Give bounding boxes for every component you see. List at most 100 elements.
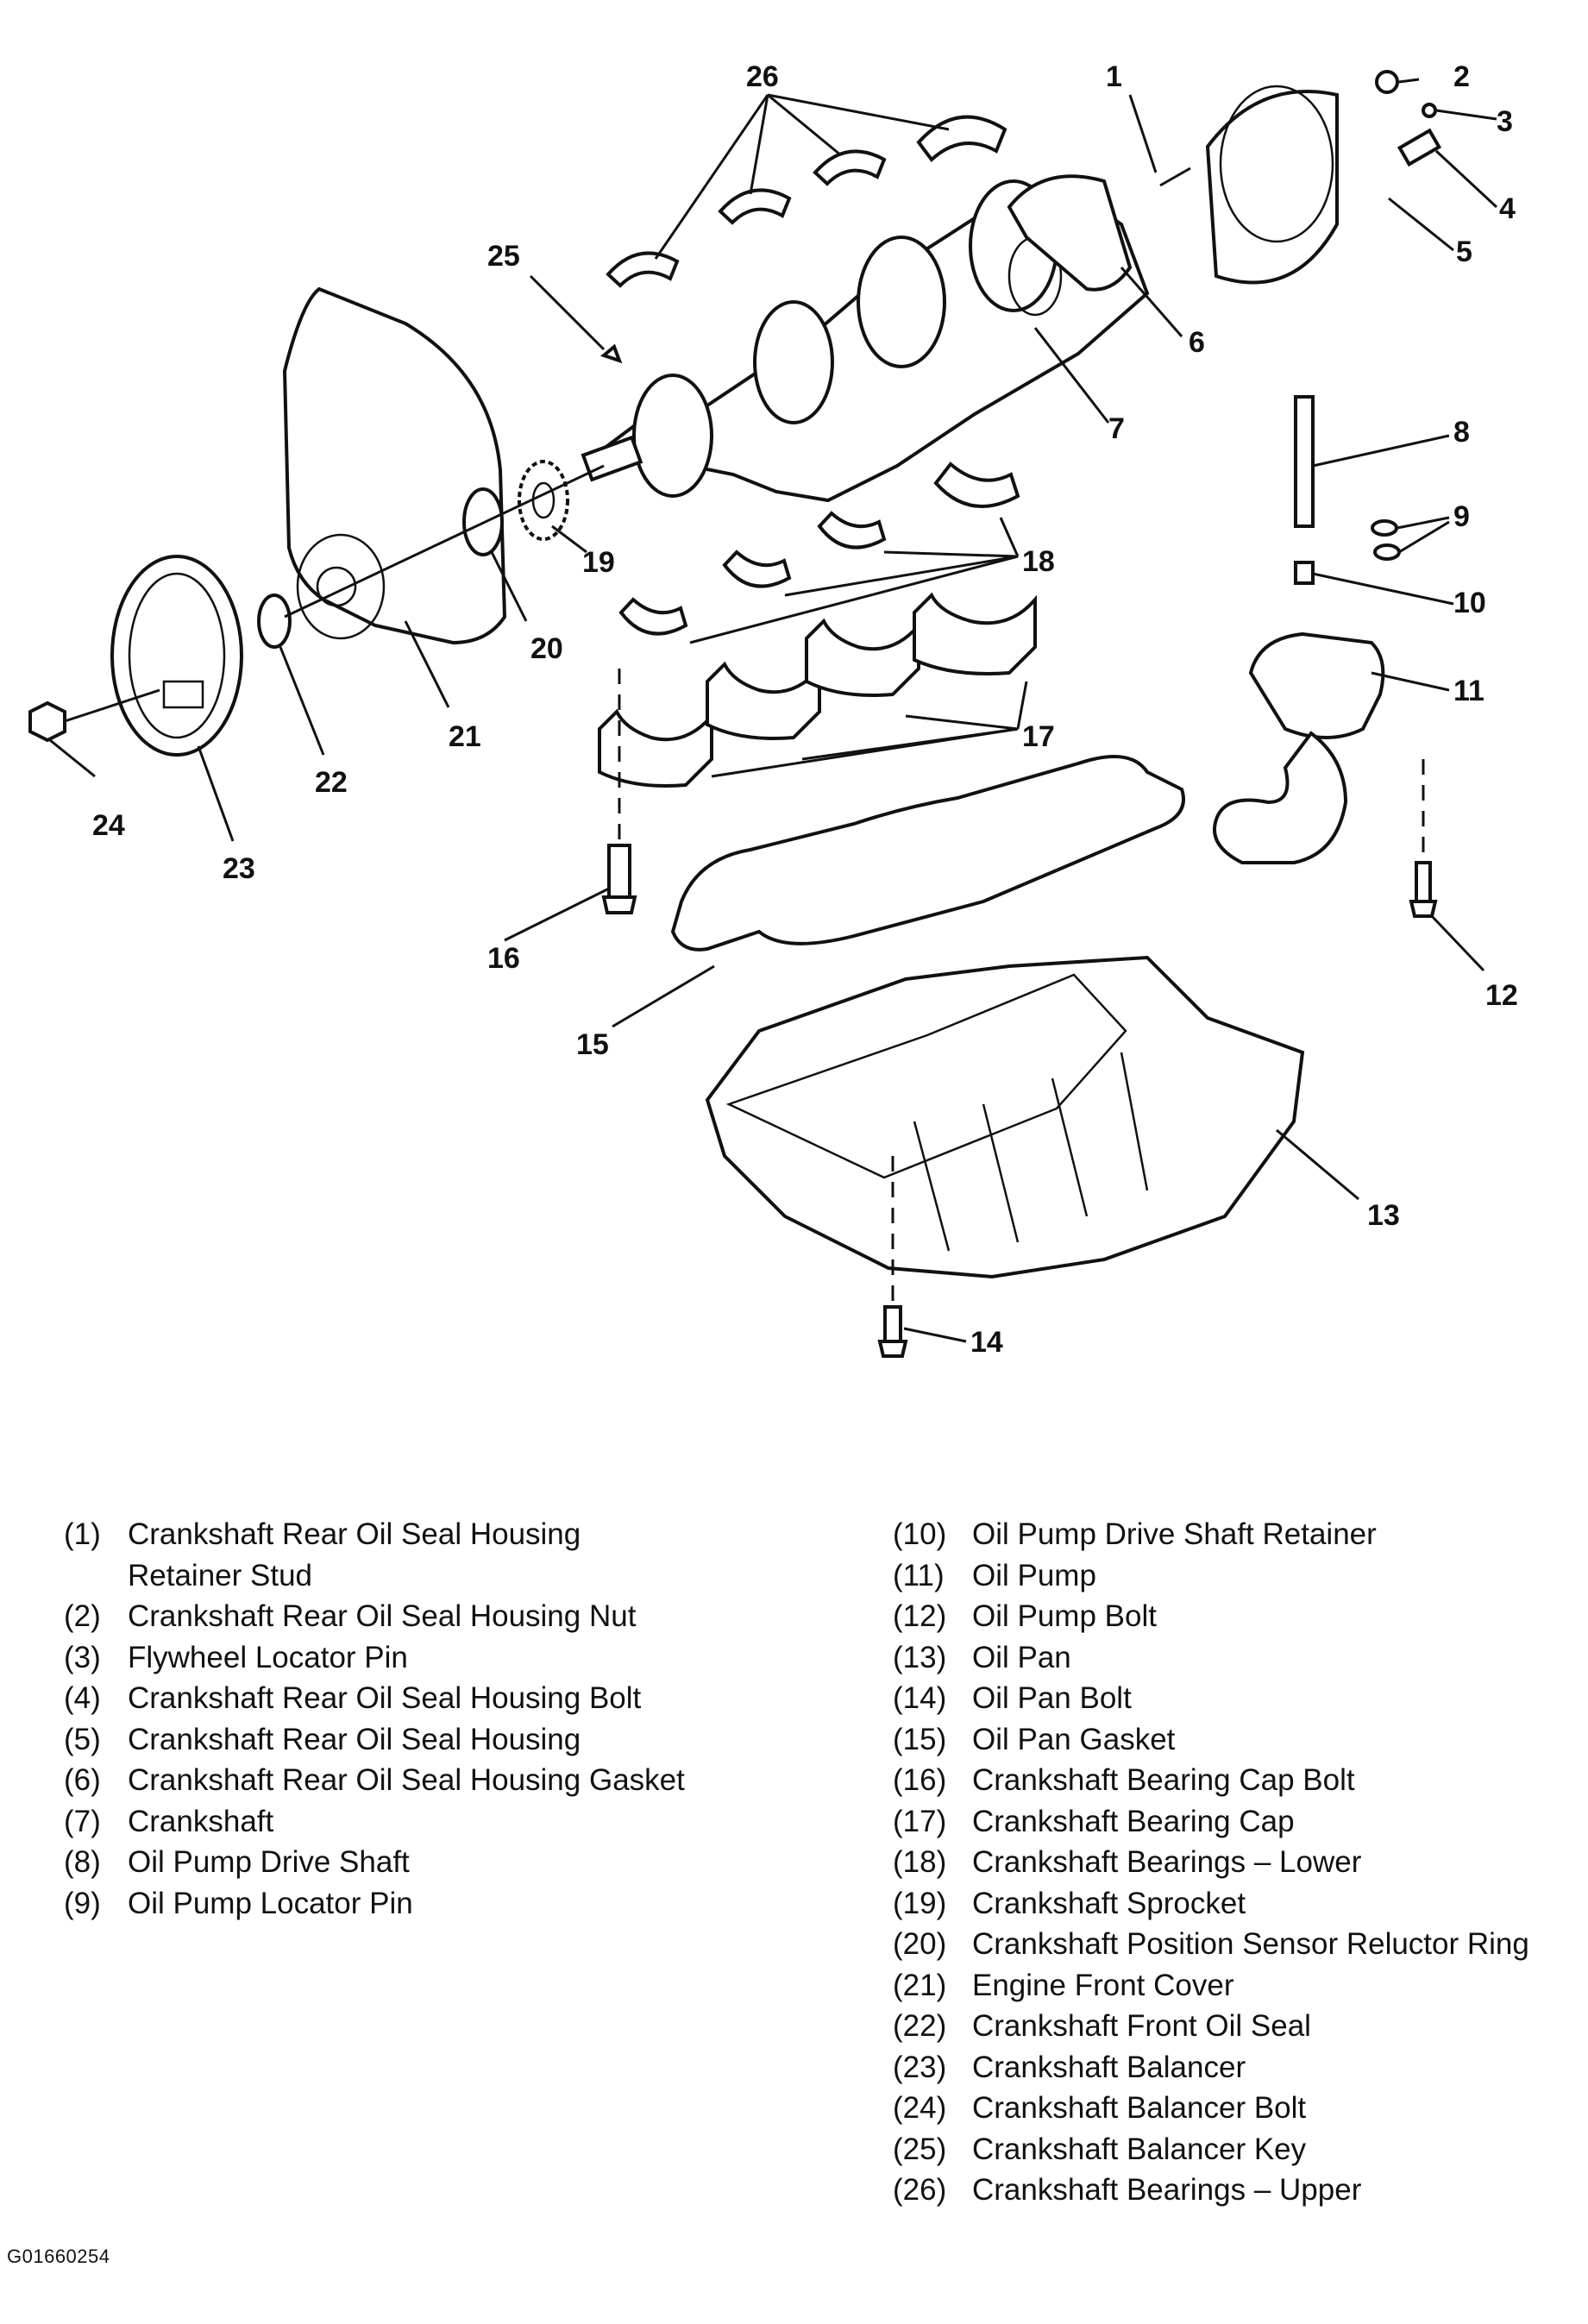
legend-item: (15)Oil Pan Gasket	[893, 1719, 1574, 1761]
callout-17: 17	[1022, 720, 1055, 753]
oil-pump-drive-shaft	[1294, 395, 1315, 528]
legend-item-text: Engine Front Cover	[972, 1968, 1234, 2002]
callout-25: 25	[487, 240, 520, 273]
legend-item: (11) Oil Pump	[893, 1555, 1574, 1597]
legend-item-text: Crankshaft Sprocket	[972, 1886, 1246, 1920]
callout-12: 12	[1485, 979, 1518, 1012]
legend-item-text: Crankshaft Rear Oil Seal Housing Gasket	[128, 1763, 685, 1797]
legend-item-text: Flywheel Locator Pin	[128, 1640, 408, 1674]
callout-18: 18	[1022, 545, 1055, 578]
legend-item: (7)Crankshaft	[64, 1801, 840, 1843]
legend-item: (13) Oil Pan	[893, 1637, 1574, 1679]
legend-item-number: (1)	[64, 1517, 101, 1551]
oil-pump-locator-pins	[1371, 519, 1401, 561]
legend-item: (3) Flywheel Locator Pin	[64, 1637, 840, 1679]
legend-item-number: (5)	[64, 1722, 101, 1756]
legend-item-text: Oil Pump Drive Shaft Retainer	[972, 1517, 1377, 1551]
legend-item-number: (8)	[64, 1845, 101, 1879]
oil-pump-bolt	[1409, 861, 1438, 918]
callout-8: 8	[1453, 416, 1470, 449]
legend-item-number: (10)	[893, 1517, 947, 1551]
callout-21: 21	[449, 720, 481, 753]
upper-bearings	[606, 115, 1007, 288]
balancer-bolt	[28, 688, 160, 743]
bearing-cap-bolt	[601, 669, 637, 914]
crankshaft-balancer	[110, 555, 243, 757]
legend-item: (10) Oil Pump Drive Shaft Retainer	[893, 1514, 1574, 1555]
legend-item-number: (25)	[893, 2132, 947, 2166]
legend-item-text: Crankshaft Rear Oil Seal Housing Nut	[128, 1599, 637, 1633]
drive-shaft-retainer	[1294, 561, 1315, 585]
callout-14: 14	[970, 1326, 1003, 1359]
legend-item: (22)Crankshaft Front Oil Seal	[893, 2006, 1574, 2047]
callout-20: 20	[530, 632, 563, 665]
callout-11: 11	[1453, 675, 1484, 707]
legend-item-text: Crankshaft Balancer Bolt	[972, 2091, 1307, 2125]
legend-item: (21) Engine Front Cover	[893, 1965, 1574, 2007]
legend-item-number: (13)	[893, 1640, 947, 1674]
legend-right-column: (10) Oil Pump Drive Shaft Retainer (11) Oil…	[893, 1514, 1574, 2211]
legend-item-text: Oil Pan Bolt	[972, 1681, 1132, 1715]
legend-item: (12)Oil Pump Bolt	[893, 1596, 1574, 1637]
legend-item-number: (20)	[893, 1927, 947, 1961]
legend-item-text: Oil Pan	[972, 1640, 1071, 1674]
legend-item-number: (16)	[893, 1763, 947, 1797]
front-oil-seal	[257, 594, 292, 649]
legend-item: (8) Oil Pump Drive Shaft	[64, 1842, 840, 1883]
oil-pan-bolt	[877, 1156, 908, 1358]
legend-item: (24) Crankshaft Balancer Bolt	[893, 2088, 1574, 2129]
rear-seal-housing	[1159, 70, 1442, 285]
legend-item-number: (14)	[893, 1681, 947, 1715]
legend-item-text: Oil Pan Gasket	[972, 1722, 1176, 1756]
legend-item-text: Oil Pump	[972, 1558, 1096, 1592]
legend-item-text: Crankshaft Bearings – Upper	[972, 2173, 1362, 2207]
leader-lines	[49, 78, 1498, 1343]
oil-pan-gasket	[670, 755, 1185, 952]
legend-item-text: Crankshaft Rear Oil Seal Housing	[128, 1722, 581, 1756]
legend-item-number: (6)	[64, 1763, 101, 1797]
rear-seal-housing-gasket	[1007, 174, 1133, 292]
oil-pan	[705, 955, 1305, 1279]
legend-item: (18)Crankshaft Bearings – Lower	[893, 1842, 1574, 1883]
legend-item-text: Crankshaft Bearing Cap Bolt	[972, 1763, 1355, 1797]
legend-item-number: (19)	[893, 1886, 947, 1920]
callout-9: 9	[1453, 500, 1470, 533]
legend-item: (14) Oil Pan Bolt	[893, 1678, 1574, 1719]
oil-pump	[1213, 631, 1425, 864]
legend-item-text: Crankshaft Position Sensor Reluctor Ring	[972, 1927, 1529, 1961]
legend-item-number: (2)	[64, 1599, 101, 1633]
legend-item: (23)Crankshaft Balancer	[893, 2047, 1574, 2088]
legend-item-number: (26)	[893, 2173, 947, 2207]
legend-item-text: Crankshaft Bearing Cap	[972, 1804, 1295, 1838]
callout-16: 16	[487, 942, 520, 975]
legend-item: (26) Crankshaft Bearings – Upper	[893, 2170, 1574, 2211]
legend-item-number: (24)	[893, 2091, 947, 2125]
callout-labels: 1 2 3 4 5 6 7 8 9 10 11 12 13 14 15 16 1…	[92, 60, 1518, 1359]
engine-front-cover	[282, 286, 507, 645]
legend-left-column: (1)Crankshaft Rear Oil Seal Housing Reta…	[64, 1514, 840, 1924]
callout-6: 6	[1189, 326, 1205, 359]
legend-item: (16) Crankshaft Bearing Cap Bolt	[893, 1760, 1574, 1801]
legend-item: (25)Crankshaft Balancer Key	[893, 2129, 1574, 2170]
legend-item-number: (21)	[893, 1968, 947, 2002]
legend-item-number: (9)	[64, 1886, 101, 1920]
callout-7: 7	[1108, 412, 1125, 445]
lower-bearings	[618, 462, 1020, 636]
callout-3: 3	[1497, 105, 1513, 138]
legend-item-number: (11)	[893, 1558, 945, 1592]
exploded-view-diagram: 1 2 3 4 5 6 7 8 9 10 11 12 13 14 15 16 1…	[28, 60, 1518, 1359]
legend-item: (4) Crankshaft Rear Oil Seal Housing Bolt	[64, 1678, 840, 1719]
legend-item-text: Crankshaft Bearings – Lower	[972, 1845, 1362, 1879]
legend-item-number: (3)	[64, 1640, 101, 1674]
legend-item: (5) Crankshaft Rear Oil Seal Housing	[64, 1719, 840, 1761]
legend-item-number: (7)	[64, 1804, 101, 1838]
legend-item-number: (17)	[893, 1804, 947, 1838]
balancer-key	[599, 343, 623, 364]
legend-item-text: Crankshaft Rear Oil Seal Housing Bolt	[128, 1681, 642, 1715]
legend-item-number: (4)	[64, 1681, 101, 1715]
bearing-caps	[598, 592, 1037, 788]
legend-item-text: Oil Pump Drive Shaft	[128, 1845, 410, 1879]
callout-2: 2	[1453, 60, 1470, 93]
callout-22: 22	[315, 766, 348, 799]
legend-item: (17) Crankshaft Bearing Cap	[893, 1801, 1574, 1843]
